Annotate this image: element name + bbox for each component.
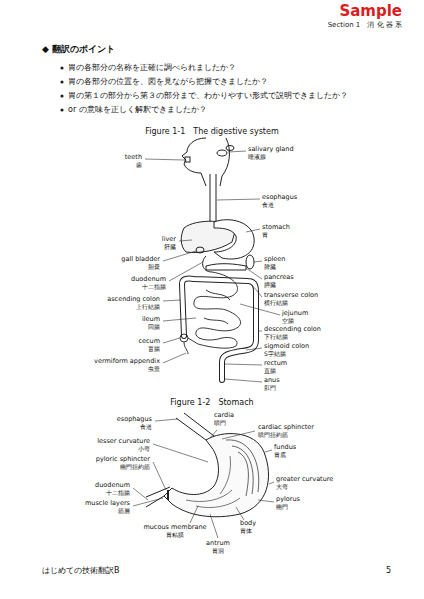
part-label-ja: 幽門 — [276, 504, 288, 511]
part-label: lesser curvature — [97, 438, 150, 445]
page-number: 5 — [386, 566, 391, 575]
section-heading: ◆ 翻訳のポイント — [42, 44, 115, 54]
part-label: rectum — [264, 360, 287, 367]
part-label: greater curvature — [276, 476, 333, 483]
part-label: liver — [162, 236, 176, 243]
part-label-ja: 胃底 — [274, 452, 286, 459]
bullet-text: 胃の各部分の位置を、図を見ながら把握できましたか？ — [68, 77, 268, 86]
part-label: antrum — [206, 540, 230, 547]
figure-caption: Figure 1-1 The digestive system — [145, 127, 278, 136]
part-label-ja: 胃粘膜 — [166, 532, 184, 539]
part-label: ileum — [142, 316, 160, 323]
figure-caption: Figure 1-2 Stomach — [170, 398, 253, 407]
part-label: esophagus — [117, 416, 152, 423]
part-label: muscle layers — [85, 500, 130, 507]
part-label-ja: 上行結腸 — [136, 304, 160, 311]
small-intestine — [180, 272, 241, 354]
part-label: cardiac sphincter — [258, 424, 314, 431]
part-label-ja: 歯 — [136, 162, 142, 169]
part-label-ja: S字結腸 — [264, 351, 286, 358]
part-label-ja: 下行結腸 — [264, 334, 288, 341]
part-label: gall bladder — [121, 256, 160, 263]
part-label: stomach — [262, 224, 290, 231]
watermark: Sample — [339, 3, 402, 20]
part-label-ja: 食道 — [140, 424, 152, 431]
part-label-ja: 噴門括約筋 — [258, 432, 288, 439]
part-label: vermiform appendix — [94, 358, 160, 365]
part-label: transverse colon — [264, 292, 318, 299]
part-label: descending colon — [264, 326, 321, 333]
part-label: jejunum — [282, 310, 308, 317]
part-label: sigmoid colon — [264, 343, 309, 350]
section-header: Section 1 消 化 器 系 — [328, 21, 402, 29]
bullet-dots — [60, 66, 63, 111]
part-label: cecum — [138, 338, 160, 345]
part-label-ja: 十二指腸 — [106, 490, 130, 497]
part-label-ja: 横行結腸 — [264, 300, 288, 307]
part-label-ja: 直腸 — [264, 368, 276, 375]
part-label: esophagus — [262, 194, 297, 201]
part-label-ja: 胆嚢 — [148, 264, 160, 271]
part-label: body — [240, 520, 256, 527]
bullet-text: 胃の第１の部分から第３の部分まで、わかりやすい形式で説明できましたか？ — [68, 91, 348, 100]
part-label-ja: 幽門括約筋 — [120, 464, 150, 471]
part-label-ja: 十二指腸 — [142, 284, 166, 291]
part-label-ja: 噴門 — [214, 420, 226, 427]
part-label: salivary gland — [248, 146, 294, 153]
part-label-ja: 胃 — [262, 232, 268, 239]
leader-lines — [145, 151, 280, 382]
part-label: ascending colon — [107, 296, 160, 303]
part-label-ja: 盲腸 — [148, 346, 160, 353]
part-label-ja: 胃体 — [240, 528, 252, 535]
part-label-ja: 大弯 — [276, 484, 288, 491]
part-label-ja: 小弯 — [138, 446, 150, 453]
part-label-ja: 空腸 — [282, 318, 294, 325]
part-label-ja: 胃洞 — [212, 548, 224, 555]
part-label: duodenum — [131, 276, 166, 283]
stomach-figure — [146, 413, 269, 517]
part-label: spleen — [264, 256, 285, 263]
part-label: pylorus — [276, 496, 300, 503]
part-label-ja: 唾液腺 — [248, 154, 266, 161]
part-label: pancreas — [264, 274, 294, 281]
part-label: fundus — [274, 444, 296, 451]
part-label: mucous membrane — [143, 524, 206, 531]
leader-lines — [133, 419, 274, 538]
part-label-ja: 筋層 — [118, 508, 130, 515]
part-label-ja: 肛門 — [264, 385, 276, 392]
footer-text: はじめての技術翻訳B — [42, 566, 120, 575]
part-label: pyloric sphincter — [96, 456, 150, 463]
part-label: cardia — [214, 412, 234, 419]
part-label: duodenum — [95, 482, 130, 489]
part-label-ja: 食道 — [262, 202, 274, 209]
bullet-text: 胃の各部分の名称を正確に調べられましたか？ — [68, 63, 236, 72]
part-label: anus — [264, 377, 280, 384]
bullet-text: or の意味を正しく解釈できましたか？ — [68, 105, 207, 114]
part-label-ja: 回腸 — [148, 324, 160, 331]
part-label-ja: 肝臓 — [164, 244, 176, 251]
part-label-ja: 膵臓 — [264, 282, 276, 289]
part-label-ja: 虫垂 — [148, 366, 160, 373]
part-label-ja: 脾臓 — [264, 264, 276, 271]
part-label: teeth — [125, 154, 142, 161]
